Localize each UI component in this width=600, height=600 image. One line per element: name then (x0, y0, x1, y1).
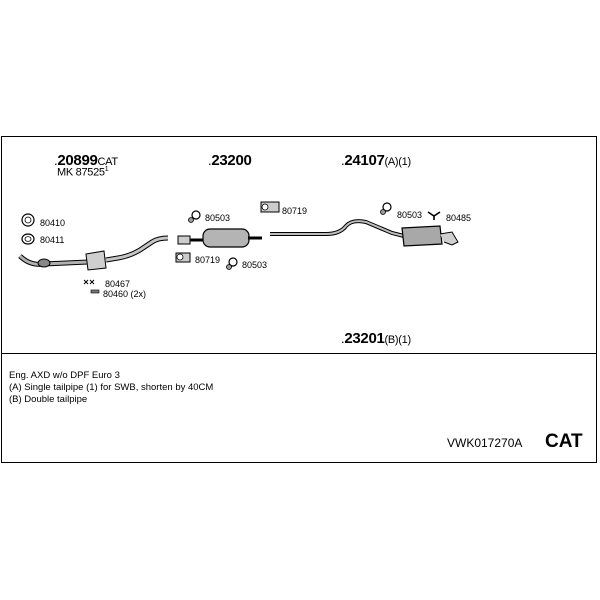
middle-silencer-icon[interactable] (190, 228, 262, 248)
note-a: (A) Single tailpipe (1) for SWB, shorten… (9, 382, 214, 393)
label-80485: 80485 (446, 213, 472, 223)
diagram-frame (1, 136, 597, 463)
rubber-mount-icon[interactable] (188, 210, 201, 223)
hanger-icon[interactable] (427, 211, 441, 220)
rear-silencer-icon[interactable] (270, 219, 459, 247)
label-80411: 80411 (40, 235, 65, 245)
kit-code: VWK017270A (447, 436, 523, 450)
catalytic-converter-pipe-icon[interactable] (18, 235, 169, 271)
rubber-mount-icon[interactable] (226, 257, 238, 270)
label-80503-a: 80503 (205, 213, 231, 223)
label-80410: 80410 (40, 218, 66, 228)
engine-note: Eng. AXD w/o DPF Euro 3 (9, 370, 120, 381)
gasket-ring-icon[interactable] (21, 213, 35, 227)
clamp-ring-icon[interactable] (21, 233, 35, 245)
pipe-clamp-icon[interactable] (260, 201, 280, 213)
clamp-bolt-icon[interactable] (83, 279, 100, 294)
part-number-20899[interactable]: .20899CAT (54, 152, 118, 169)
part-number-23201[interactable]: .23201(B)(1) (341, 330, 411, 347)
label-80719-a: 80719 (282, 206, 308, 216)
label-80503-c: 80503 (397, 210, 423, 220)
pipe-clamp-icon[interactable] (175, 235, 191, 263)
part-number-24107[interactable]: .24107(A)(1) (341, 152, 411, 169)
notes-divider (1, 353, 597, 354)
part-number-23200[interactable]: .23200 (208, 152, 252, 169)
note-b: (B) Double tailpipe (9, 394, 88, 405)
label-80467: 80467 (105, 279, 131, 289)
label-80503-b: 80503 (242, 260, 268, 270)
mk-reference: MK 875251 (57, 166, 109, 179)
label-80460: 80460 (2x) (103, 289, 147, 299)
rubber-mount-icon[interactable] (380, 202, 392, 215)
label-80719-b: 80719 (195, 255, 221, 265)
cat-badge: CAT (545, 431, 583, 452)
